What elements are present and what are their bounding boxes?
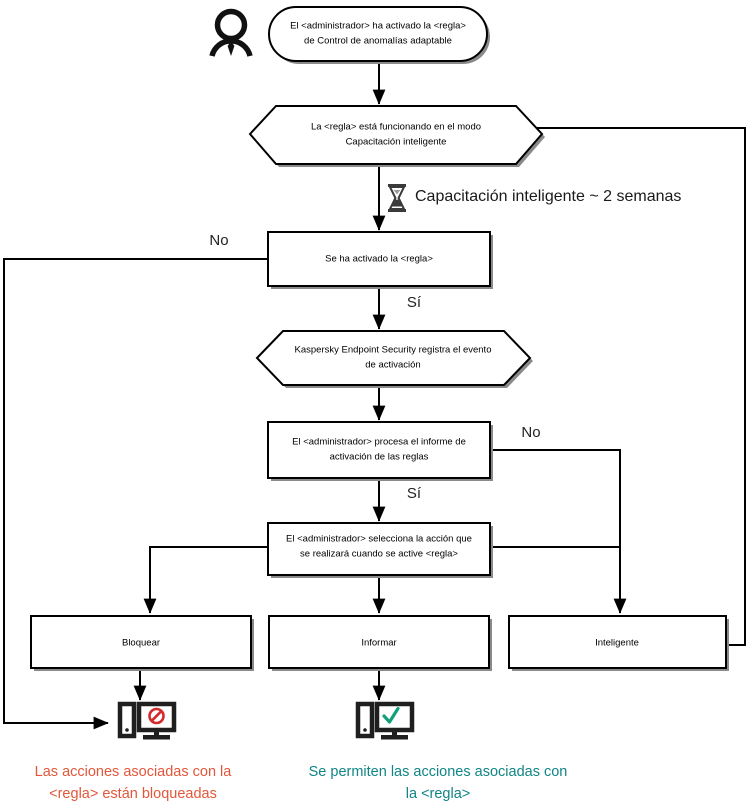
node-admin-select[interactable]: El <administrador> selecciona la acción … xyxy=(267,522,493,578)
node-action-smart-label: Inteligente xyxy=(595,638,639,649)
caption-blocked: Las acciones asociadas con la <regla> es… xyxy=(35,764,233,802)
node-kes-logs[interactable]: Kaspersky Endpoint Security registra el … xyxy=(255,330,533,388)
node-action-inform[interactable]: Informar xyxy=(268,615,492,671)
node-kes-logs-line1: Kaspersky Endpoint Security registra el … xyxy=(295,345,492,356)
node-training-mode-line2: Capacitación inteligente xyxy=(346,137,447,148)
edge-label-triggered-yes: Sí xyxy=(407,294,422,311)
edge-report-no xyxy=(490,449,627,614)
node-start[interactable]: El <administrador> ha activado la <regla… xyxy=(268,6,490,64)
node-rule-triggered[interactable]: Se ha activado la <regla> xyxy=(267,231,493,289)
edge-triggered-no xyxy=(3,258,268,730)
node-action-smart[interactable]: Inteligente xyxy=(508,615,729,671)
edge-smart-feedback-loop xyxy=(515,121,746,646)
caption-blocked-line1: Las acciones asociadas con la xyxy=(35,764,233,780)
edge-label-report-yes: Sí xyxy=(407,485,422,502)
node-start-line1: El <administrador> ha activado la <regla… xyxy=(290,21,466,32)
node-admin-select-line2: se realizará cuando se active <regla> xyxy=(300,549,458,560)
node-admin-select-line1: El <administrador> selecciona la acción … xyxy=(286,534,472,545)
node-kes-logs-line2: de activación xyxy=(365,360,420,371)
node-training-mode-line1: La <regla> está funcionando en el modo xyxy=(311,122,481,133)
caption-allowed-line1: Se permiten las acciones asociadas con xyxy=(309,764,568,780)
node-admin-report[interactable]: El <administrador> procesa el informe de… xyxy=(267,421,493,481)
node-action-block[interactable]: Bloquear xyxy=(30,615,254,671)
edge-label-triggered-no: No xyxy=(209,232,228,249)
computer-blocked-icon xyxy=(117,701,177,740)
node-admin-report-line1: El <administrador> procesa el informe de xyxy=(292,437,466,448)
training-duration-label: Capacitación inteligente ~ 2 semanas xyxy=(415,188,681,205)
node-admin-report-line2: activación de las reglas xyxy=(330,452,429,463)
caption-blocked-line2: <regla> están bloqueadas xyxy=(49,786,217,802)
edge-label-report-no: No xyxy=(521,424,540,441)
computer-allowed-icon xyxy=(355,701,415,740)
edge-select-to-block xyxy=(143,546,268,614)
node-action-inform-label: Informar xyxy=(361,638,396,649)
hourglass-icon xyxy=(388,184,406,212)
person-icon xyxy=(209,8,253,57)
connector-layer xyxy=(3,62,746,730)
node-action-block-label: Bloquear xyxy=(122,638,160,649)
node-start-line2: de Control de anomalías adaptable xyxy=(304,36,452,47)
caption-allowed-line2: la <regla> xyxy=(406,786,471,802)
node-rule-triggered-label: Se ha activado la <regla> xyxy=(325,254,433,265)
caption-allowed: Se permiten las acciones asociadas con l… xyxy=(309,764,568,802)
node-training-mode[interactable]: La <regla> está funcionando en el modo C… xyxy=(248,105,545,167)
